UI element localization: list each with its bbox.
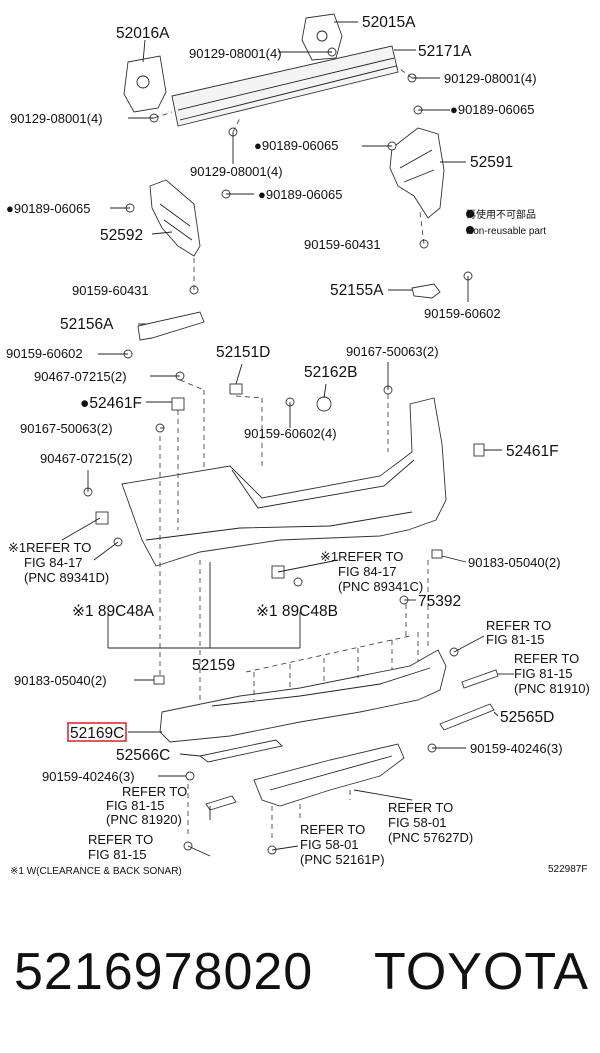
label-90189-06065-c: ●90189-06065 bbox=[258, 187, 342, 202]
ref6-line3: (PNC 57627D) bbox=[388, 830, 473, 845]
label-90159-60431-a: 90159-60431 bbox=[304, 237, 381, 252]
clip-90183-left bbox=[153, 675, 165, 685]
side-retainer-52591 bbox=[389, 127, 445, 219]
part-labels: 52016A 52015A 90129-08001(4) 52171A 9012… bbox=[6, 14, 590, 877]
pad-52461F-left bbox=[171, 397, 185, 411]
ref1-line1: ※1REFER TO bbox=[8, 540, 91, 555]
cap-52162B bbox=[316, 396, 332, 412]
selected-part-highlight bbox=[67, 722, 127, 742]
retainer-52156A bbox=[137, 311, 205, 341]
label-52162B: 52162B bbox=[304, 364, 357, 381]
bracket-52016A bbox=[123, 55, 167, 113]
ref6-line1: REFER TO bbox=[388, 800, 453, 815]
side-retainer-52592 bbox=[149, 179, 201, 257]
ref2-line2: FIG 84-17 bbox=[338, 564, 397, 579]
label-52015A: 52015A bbox=[362, 14, 416, 31]
ref6-line2: FIG 58-01 bbox=[388, 815, 447, 830]
label-90129-08001-c: 90129-08001(4) bbox=[10, 111, 103, 126]
label-89C48A: ※1 89C48A bbox=[72, 603, 155, 620]
label-52566C: 52566C bbox=[116, 747, 170, 764]
label-90159-60431-b: 90159-60431 bbox=[72, 283, 149, 298]
ref8-line1: REFER TO bbox=[300, 822, 365, 837]
leader-lines bbox=[61, 21, 514, 857]
label-90189-06065-b: ●90189-06065 bbox=[254, 138, 338, 153]
ref2-line3: (PNC 89341C) bbox=[338, 579, 423, 594]
label-90159-60602-c: 90159-60602(4) bbox=[244, 426, 337, 441]
footer-brand: TOYOTA bbox=[374, 943, 589, 1001]
ref7-line2: FIG 81-15 bbox=[88, 847, 147, 862]
legend-dot-en bbox=[466, 226, 474, 234]
label-52159: 52159 bbox=[192, 657, 235, 674]
label-90189-06065-d: ●90189-06065 bbox=[6, 201, 90, 216]
label-90167-50063-b: 90167-50063(2) bbox=[20, 421, 113, 436]
label-90159-60602-a: 90159-60602 bbox=[424, 306, 501, 321]
label-52461F-b: 52461F bbox=[506, 443, 559, 460]
label-52171A: 52171A bbox=[418, 43, 472, 60]
label-89C48B: ※1 89C48B bbox=[256, 603, 338, 620]
reflector-left bbox=[205, 795, 237, 811]
label-52169C: 52169C bbox=[70, 725, 124, 742]
bumper-cover-52159 bbox=[121, 397, 447, 567]
label-90467-07215-b: 90467-07215(2) bbox=[40, 451, 133, 466]
garnish-52565D bbox=[439, 703, 495, 731]
label-75392: 75392 bbox=[418, 593, 461, 610]
dashed-guide-lines bbox=[153, 65, 429, 842]
label-90467-07215-a: 90467-07215(2) bbox=[34, 369, 127, 384]
ref1-line2: FIG 84-17 bbox=[24, 555, 83, 570]
figure-id: 522987F bbox=[548, 864, 587, 875]
label-52155A: 52155A bbox=[330, 282, 384, 299]
ref5-line2: FIG 81-15 bbox=[106, 798, 165, 813]
lower-guard-panel bbox=[253, 743, 405, 807]
footer-bar: 5216978020 TOYOTA bbox=[0, 930, 600, 1020]
pad-52461F-right bbox=[473, 443, 485, 457]
bumper-reinforcement-beam bbox=[171, 45, 399, 127]
ref4-line1: REFER TO bbox=[514, 651, 579, 666]
ref1-line3: (PNC 89341D) bbox=[24, 570, 109, 585]
label-90183-05040-a: 90183-05040(2) bbox=[468, 555, 561, 570]
label-90167-50063-a: 90167-50063(2) bbox=[346, 344, 439, 359]
label-52565D: 52565D bbox=[500, 709, 554, 726]
retainer-52155A bbox=[411, 283, 441, 299]
ref2-line1: ※1REFER TO bbox=[320, 549, 403, 564]
label-90189-06065-a: ●90189-06065 bbox=[450, 102, 534, 117]
label-52156A: 52156A bbox=[60, 316, 114, 333]
label-52461F-a: ●52461F bbox=[80, 395, 142, 412]
label-90159-60602-b: 90159-60602 bbox=[6, 346, 83, 361]
ref4-line2: FIG 81-15 bbox=[514, 666, 573, 681]
ref7-line1: REFER TO bbox=[88, 832, 153, 847]
label-90159-40246-b: 90159-40246(3) bbox=[42, 769, 135, 784]
ref3-line1: REFER TO bbox=[486, 618, 551, 633]
ref4-line3: (PNC 81910) bbox=[514, 681, 590, 696]
reflector-right bbox=[461, 669, 499, 689]
garnish-52566C bbox=[198, 739, 283, 763]
ref8-line2: FIG 58-01 bbox=[300, 837, 359, 852]
label-90129-08001-b: 90129-08001(4) bbox=[444, 71, 537, 86]
ref3-line2: FIG 81-15 bbox=[486, 632, 545, 647]
ref5-line3: (PNC 81920) bbox=[106, 812, 182, 827]
pad-52151D bbox=[229, 383, 243, 395]
clip-90183-right bbox=[431, 549, 443, 559]
footnote-clearance-sonar: ※1 W(CLEARANCE & BACK SONAR) bbox=[10, 866, 182, 877]
footer-part-number: 5216978020 bbox=[14, 943, 314, 1001]
legend-non-reusable-en: Non-reusable part bbox=[466, 226, 546, 237]
label-52592: 52592 bbox=[100, 227, 143, 244]
sensor-bracket-89C48A bbox=[95, 511, 109, 525]
label-90129-08001-d: 90129-08001(4) bbox=[190, 164, 283, 179]
label-52151D: 52151D bbox=[216, 344, 270, 361]
label-90183-05040-b: 90183-05040(2) bbox=[14, 673, 107, 688]
label-52591: 52591 bbox=[470, 154, 513, 171]
legend-non-reusable-jp: 再使用不可部品 bbox=[466, 208, 536, 221]
label-90129-08001-a: 90129-08001(4) bbox=[189, 46, 282, 61]
label-90159-40246-a: 90159-40246(3) bbox=[470, 741, 563, 756]
lower-spoiler-52169C bbox=[159, 649, 447, 743]
label-52016A: 52016A bbox=[116, 25, 170, 42]
ref8-line3: (PNC 52161P) bbox=[300, 852, 385, 867]
legend-dot-jp bbox=[466, 210, 474, 218]
ref5-line1: REFER TO bbox=[122, 784, 187, 799]
